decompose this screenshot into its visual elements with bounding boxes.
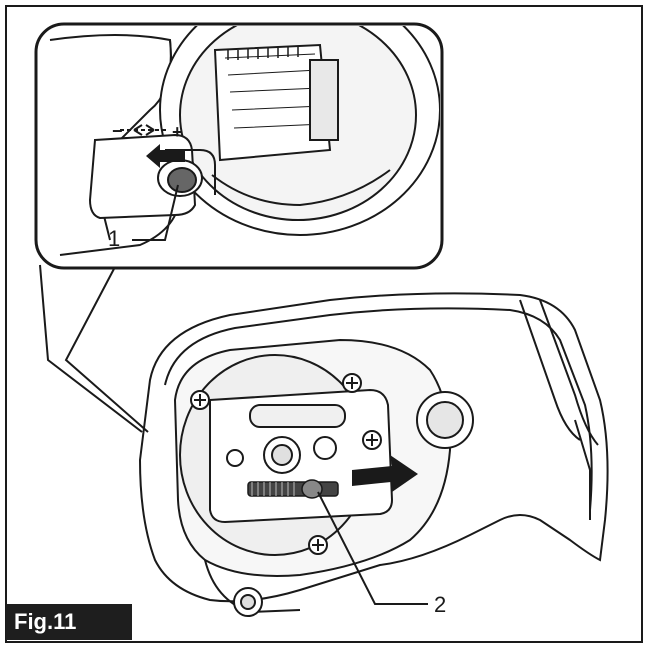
adjuster-plate bbox=[209, 388, 394, 524]
plate-screws bbox=[190, 373, 382, 555]
callout-1-leader bbox=[132, 184, 179, 241]
direction-arrow-right bbox=[352, 455, 418, 492]
callout-2: 2 bbox=[434, 592, 447, 617]
callout-2-leader bbox=[317, 491, 428, 605]
scale-minus: − bbox=[112, 121, 123, 141]
scale-plus: + bbox=[172, 122, 183, 142]
figure-label: Fig.11 bbox=[6, 604, 132, 640]
callout-1: 1 bbox=[108, 226, 121, 251]
adjuster-slider bbox=[247, 479, 339, 499]
inset-detail bbox=[34, 22, 444, 433]
